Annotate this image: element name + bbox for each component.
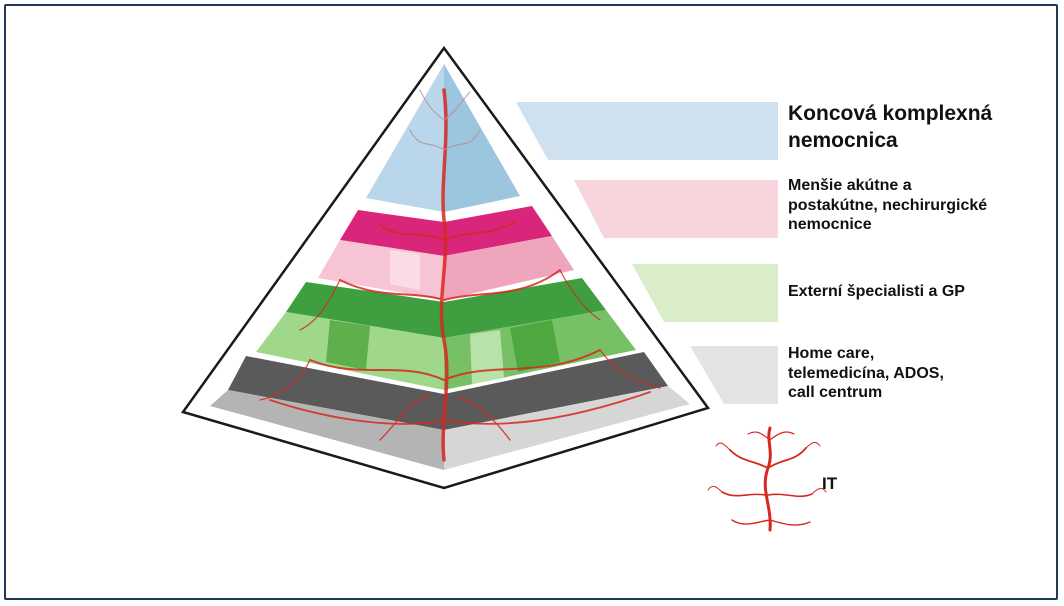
level-label-3: Externí špecialisti a GP (788, 282, 965, 302)
level-label-1: Koncová komplexná nemocnica (788, 100, 992, 155)
it-legend-label: IT (822, 474, 837, 495)
level-label-2: Menšie akútne a postakútne, nechirurgick… (788, 176, 987, 235)
it-vessel-icon (708, 428, 826, 530)
level-band-3 (632, 264, 778, 322)
level-label-4: Home care, telemedicína, ADOS, call cent… (788, 344, 944, 403)
level-band-2 (574, 180, 778, 238)
level-band-1 (516, 102, 778, 160)
level-band-4 (690, 346, 778, 404)
